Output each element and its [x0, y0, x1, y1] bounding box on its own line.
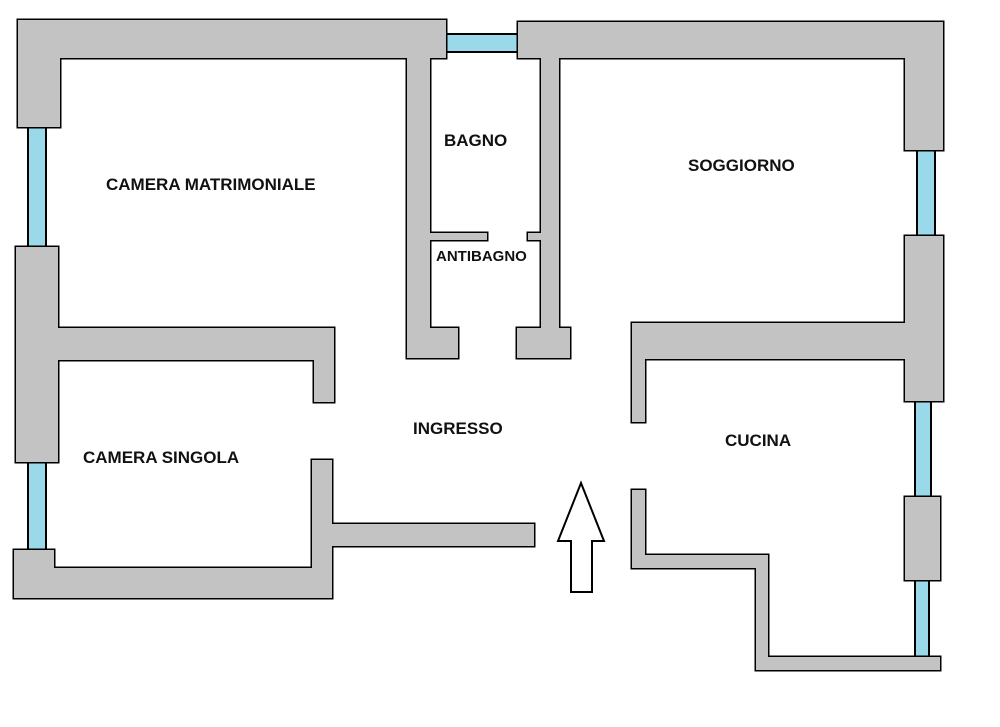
- window-right-kitchen-1: [914, 398, 932, 500]
- wall: [517, 328, 570, 358]
- room-label-cucina: CUCINA: [725, 431, 792, 450]
- wall: [314, 360, 334, 402]
- wall: [756, 657, 940, 670]
- wall: [632, 555, 768, 568]
- wall: [430, 233, 487, 240]
- window-left-bottom: [27, 459, 47, 553]
- wall: [312, 460, 332, 598]
- wall: [16, 247, 58, 462]
- wall: [14, 550, 54, 598]
- wall: [905, 497, 940, 580]
- room-label-antibagno: ANTIBAGNO: [436, 248, 527, 265]
- wall: [518, 22, 943, 58]
- window-right-top: [916, 147, 936, 239]
- window-top-bathroom: [443, 33, 521, 53]
- wall: [632, 490, 645, 568]
- wall: [18, 20, 60, 127]
- wall: [756, 555, 768, 669]
- room-label-ingresso: INGRESSO: [413, 419, 503, 438]
- wall: [905, 236, 943, 401]
- wall: [632, 359, 645, 422]
- wall: [905, 22, 943, 150]
- room-label-camera-singola: CAMERA SINGOLA: [83, 448, 240, 467]
- wall: [332, 524, 534, 546]
- wall: [18, 20, 446, 58]
- wall: [632, 323, 905, 359]
- room-label-bagno: BAGNO: [444, 131, 508, 150]
- room-label-camera-matrimoniale: CAMERA MATRIMONIALE: [106, 175, 316, 194]
- room-label-soggiorno: SOGGIORNO: [688, 156, 795, 175]
- wall: [407, 58, 430, 330]
- entrance-arrow-icon: [556, 480, 606, 593]
- window-right-kitchen-2: [914, 577, 930, 660]
- wall: [407, 328, 458, 358]
- window-left-top: [27, 124, 47, 250]
- wall: [58, 328, 334, 360]
- wall: [541, 58, 559, 330]
- wall: [54, 568, 332, 598]
- wall: [528, 233, 542, 240]
